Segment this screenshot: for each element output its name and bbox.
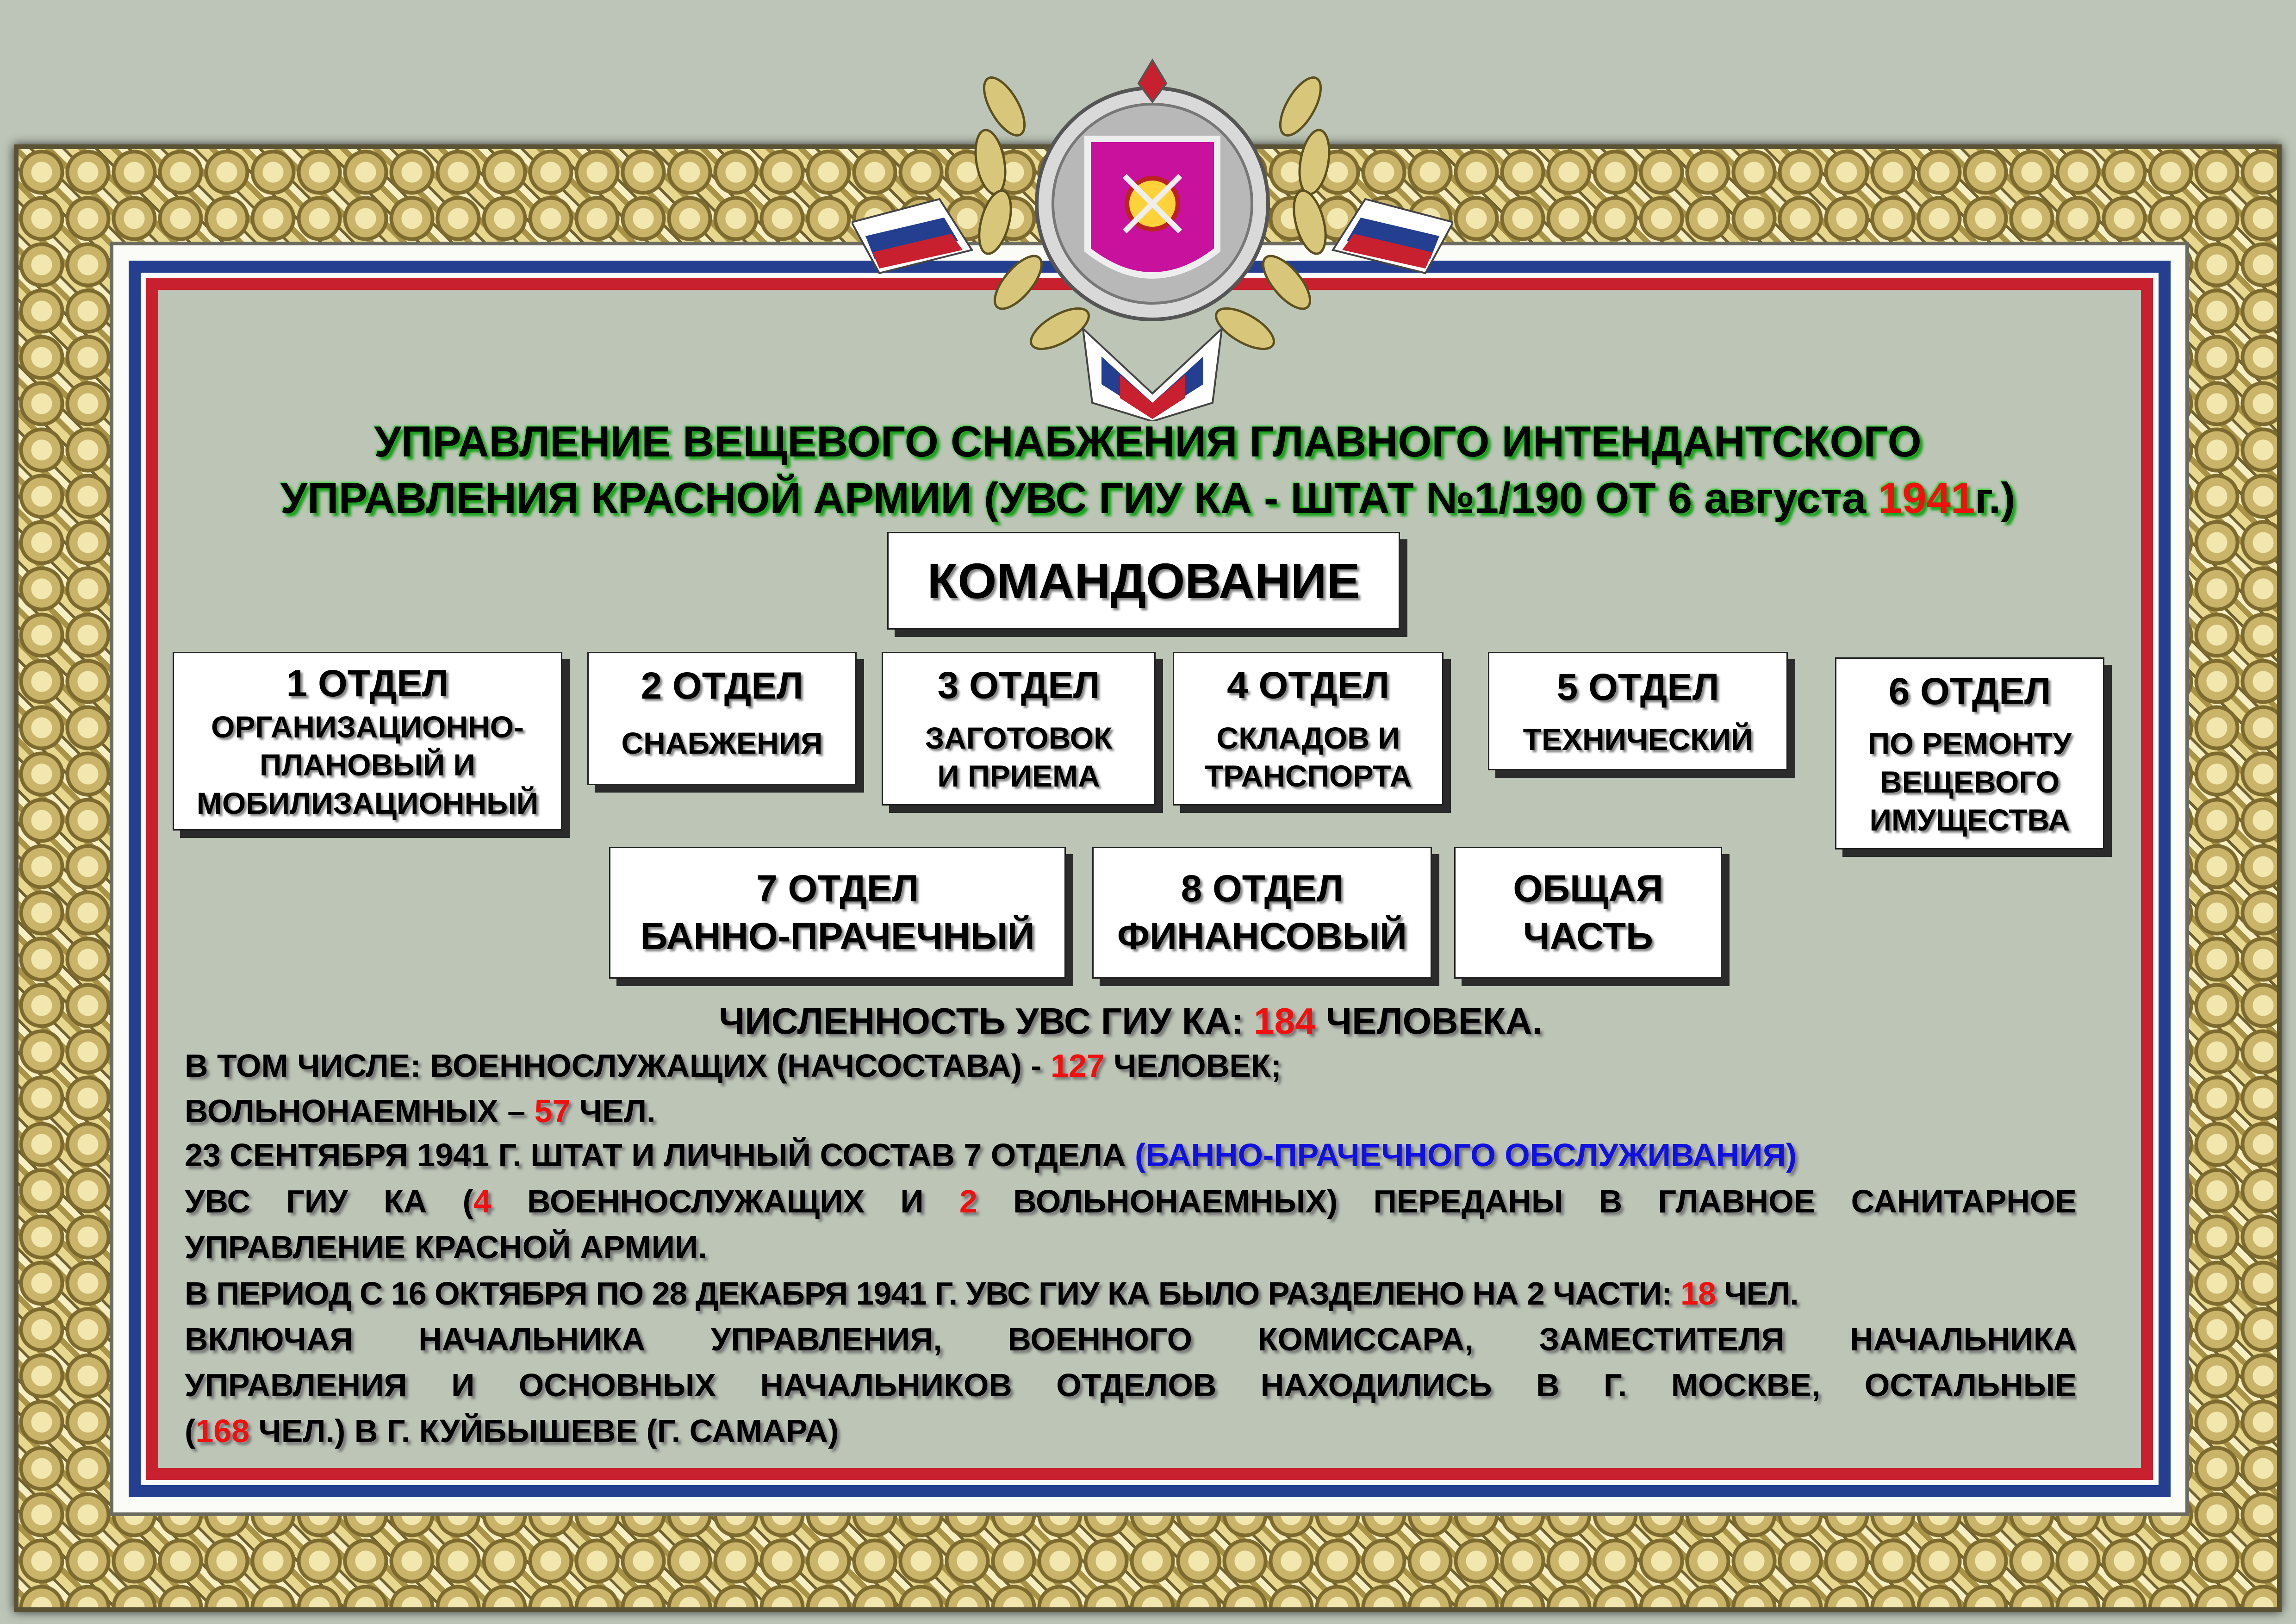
star-shield (1035, 58, 1270, 321)
department-2-title: 2 ОТДЕЛ (641, 665, 803, 707)
info-highlight: (БАННО-ПРАЧЕЧНОГО ОБСЛУЖИВАНИЯ) (1134, 1137, 1797, 1173)
info-total: ЧИСЛЕННОСТЬ УВС ГИУ КА: 184 ЧЕЛОВЕКА. (185, 1000, 2077, 1043)
info-text: УВС ГИУ КА ( (185, 1183, 473, 1219)
info-text: ( (185, 1413, 196, 1449)
department-8-box: 8 ОТДЕЛ ФИНАНСОВЫЙ (1092, 847, 1432, 979)
department-4-desc: СКЛАДОВ И (1216, 720, 1400, 755)
info-number: 18 (1680, 1275, 1716, 1312)
emblem-icon (852, 58, 1453, 421)
info-text: В ТОМ ЧИСЛЕ: ВОЕННОСЛУЖАЩИХ (НАЧСОСТАВА)… (185, 1048, 1051, 1084)
command-box: КОМАНДОВАНИЕ (887, 532, 1400, 630)
department-6-desc: ВЕЩЕВОГО (1879, 764, 2060, 799)
department-4-title: 4 ОТДЕЛ (1227, 664, 1389, 707)
info-text: ЧЕЛ.) В Г. КУЙБЫШЕВЕ (Г. САМАРА) (249, 1413, 839, 1449)
department-8-desc: ФИНАНСОВЫЙ (1117, 915, 1407, 957)
info-text: ЧЕЛ. (1715, 1275, 1798, 1312)
info-text: 23 СЕНТЯБРЯ 1941 Г. ШТАТ И ЛИЧНЫЙ СОСТАВ… (185, 1137, 1135, 1173)
department-1-desc: ПЛАНОВЫЙ И (260, 748, 475, 782)
title-year: 1941 (1878, 474, 1975, 522)
info-line-9: УПРАВЛЕНИЯ И ОСНОВНЫХ НАЧАЛЬНИКОВ ОТДЕЛО… (185, 1367, 2077, 1403)
department-6-box: 6 ОТДЕЛ ПО РЕМОНТУ ВЕЩЕВОГО ИМУЩЕСТВА (1835, 657, 2104, 849)
info-line-4: 23 СЕНТЯБРЯ 1941 Г. ШТАТ И ЛИЧНЫЙ СОСТАВ… (185, 1137, 2077, 1174)
title-line-2-text: УПРАВЛЕНИЯ КРАСНОЙ АРМИИ (УВС ГИУ КА - Ш… (280, 474, 1879, 522)
info-number: 2 (959, 1183, 977, 1219)
title-line-2-end: г.) (1975, 474, 2016, 522)
department-4-box: 4 ОТДЕЛ СКЛАДОВ И ТРАНСПОРТА (1173, 652, 1444, 806)
info-line-2: В ТОМ ЧИСЛЕ: ВОЕННОСЛУЖАЩИХ (НАЧСОСТАВА)… (185, 1047, 2077, 1084)
info-text: ЧЕЛОВЕК; (1104, 1048, 1282, 1084)
department-3-box: 3 ОТДЕЛ ЗАГОТОВОК И ПРИЕМА (882, 652, 1156, 806)
info-text: ВОЛЬНОНАЕМНЫХ) ПЕРЕДАНЫ В ГЛАВНОЕ САНИТА… (977, 1183, 2077, 1219)
department-1-title: 1 ОТДЕЛ (286, 662, 449, 705)
info-text: ЧЕЛ. (570, 1093, 656, 1129)
title-line-1: УПРАВЛЕНИЕ ВЕЩЕВОГО СНАБЖЕНИЯ ГЛАВНОГО И… (374, 417, 1922, 466)
info-number: 168 (195, 1413, 250, 1449)
department-7-box: 7 ОТДЕЛ БАННО-ПРАЧЕЧНЫЙ (609, 847, 1066, 979)
department-1-desc: ОРГАНИЗАЦИОННО- (211, 709, 524, 744)
department-6-desc: ПО РЕМОНТУ (1867, 726, 2072, 761)
ribbon-bottom (1082, 326, 1223, 421)
info-line-10: (168 ЧЕЛ.) В Г. КУЙБЫШЕВЕ (Г. САМАРА) (185, 1412, 2077, 1449)
department-7-desc: БАННО-ПРАЧЕЧНЫЙ (640, 915, 1035, 957)
department-3-desc: И ПРИЕМА (937, 759, 1100, 793)
department-3-title: 3 ОТДЕЛ (937, 664, 1100, 707)
department-6-title: 6 ОТДЕЛ (1888, 670, 2051, 712)
department-8-title: 8 ОТДЕЛ (1181, 868, 1344, 910)
department-4-desc: ТРАНСПОРТА (1204, 759, 1412, 793)
department-1-desc: МОБИЛИЗАЦИОННЫЙ (196, 786, 539, 820)
info-line-5: УВС ГИУ КА (4 ВОЕННОСЛУЖАЩИХ И 2 ВОЛЬНОН… (185, 1183, 2077, 1224)
info-text: В ПЕРИОД С 16 ОКТЯБРЯ ПО 28 ДЕКАБРЯ 1941… (185, 1275, 1680, 1312)
title-line-2: УПРАВЛЕНИЯ КРАСНОЙ АРМИИ (УВС ГИУ КА - Ш… (139, 473, 2157, 523)
info-number: 127 (1051, 1048, 1105, 1084)
department-5-box: 5 ОТДЕЛ ТЕХНИЧЕСКИЙ (1488, 652, 1788, 770)
general-part-title: ОБЩАЯ (1513, 868, 1663, 910)
department-5-desc: ТЕХНИЧЕСКИЙ (1523, 722, 1753, 756)
department-2-box: 2 ОТДЕЛ СНАБЖЕНИЯ (587, 652, 857, 785)
general-part-desc: ЧАСТЬ (1523, 915, 1653, 957)
general-part-box: ОБЩАЯ ЧАСТЬ (1454, 847, 1722, 979)
department-2-desc: СНАБЖЕНИЯ (621, 725, 823, 760)
department-6-desc: ИМУЩЕСТВА (1869, 803, 2070, 837)
department-7-title: 7 ОТДЕЛ (756, 868, 919, 910)
ribbon-right (1331, 198, 1453, 275)
laurel-wreath (974, 76, 1331, 350)
info-number: 57 (534, 1093, 571, 1129)
info-line-7: В ПЕРИОД С 16 ОКТЯБРЯ ПО 28 ДЕКАБРЯ 1941… (185, 1275, 2077, 1312)
info-text: ВОЛЬНОНАЕМНЫХ – (185, 1093, 535, 1129)
info-line-8: ВКЛЮЧАЯ НАЧАЛЬНИКА УПРАВЛЕНИЯ, ВОЕННОГО … (185, 1321, 2077, 1357)
info-number: 4 (473, 1183, 492, 1219)
info-text: ЧИСЛЕННОСТЬ УВС ГИУ КА: (719, 1000, 1254, 1042)
department-1-box: 1 ОТДЕЛ ОРГАНИЗАЦИОННО- ПЛАНОВЫЙ И МОБИЛ… (173, 652, 562, 831)
department-3-desc: ЗАГОТОВОК (925, 720, 1113, 755)
department-5-title: 5 ОТДЕЛ (1556, 666, 1719, 708)
info-line-3: ВОЛЬНОНАЕМНЫХ – 57 ЧЕЛ. (185, 1093, 2077, 1130)
info-line-6: УПРАВЛЕНИЕ КРАСНОЙ АРМИИ. (185, 1229, 707, 1265)
info-text: ВОЕННОСЛУЖАЩИХ И (491, 1183, 959, 1219)
ribbon-left (852, 198, 974, 275)
info-number: 184 (1254, 1000, 1316, 1042)
info-text: ЧЕЛОВЕКА. (1315, 1000, 1543, 1042)
